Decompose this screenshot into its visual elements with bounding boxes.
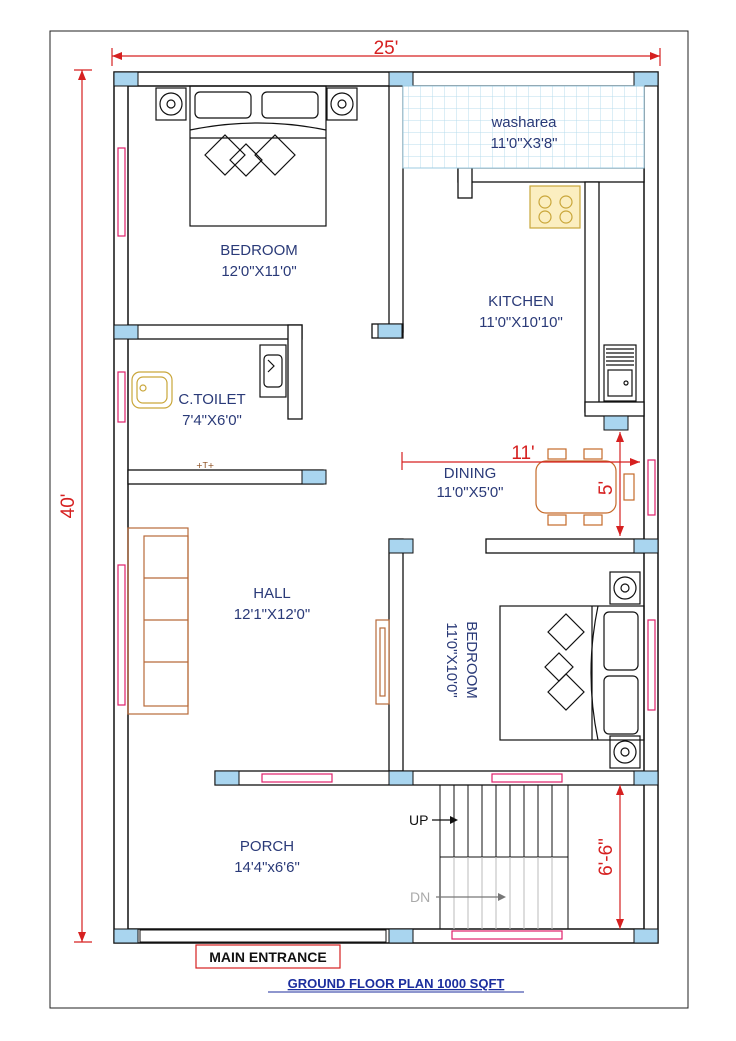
dimension-dining — [401, 432, 640, 536]
room-size-hall: 12'1"X12'0" — [234, 606, 310, 623]
room-size-bedroom1: 12'0"X11'0" — [221, 263, 296, 280]
structural-columns — [113, 71, 659, 944]
stair-up-arrow — [432, 816, 458, 824]
dim-stair-depth: 6'-6" — [596, 838, 617, 876]
dim-dining-width: 11' — [511, 443, 534, 464]
window-right-dining — [647, 459, 656, 516]
window-left-toilet — [117, 371, 126, 423]
bed-bedroom1 — [155, 85, 358, 227]
stair-up-label: UP — [409, 812, 428, 828]
outer-walls — [113, 71, 659, 944]
dining-table — [535, 448, 635, 526]
stair-down-label: DN — [410, 889, 430, 905]
dimension-top — [111, 48, 661, 66]
main-entrance-opening — [139, 929, 387, 943]
room-label-bedroom2: BEDROOM 11'0"X10'0" — [443, 621, 480, 699]
kitchen-stove — [529, 185, 581, 229]
dim-width-label: 25' — [374, 38, 399, 59]
dim-dining-depth: 5' — [596, 481, 617, 495]
room-name-kitchen: KITCHEN — [488, 293, 554, 310]
dimension-left — [74, 69, 92, 943]
plan-title: GROUND FLOOR PLAN 1000 SQFT — [288, 976, 505, 991]
stair-down-arrow — [436, 893, 506, 901]
staircase-lower — [453, 857, 553, 929]
dimension-stair — [616, 785, 624, 929]
washarea-tiles — [402, 85, 645, 169]
room-size-dining: 11'0"X5'0" — [437, 484, 504, 501]
room-size-washarea: 11'0"X3'8" — [491, 135, 558, 152]
room-name-hall: HALL — [253, 585, 291, 602]
hall-sofa — [127, 527, 189, 715]
window-right-bedroom — [647, 619, 656, 711]
toilet-fixtures — [259, 344, 287, 398]
sheet-frame — [49, 30, 689, 1009]
kitchen-sink — [603, 344, 637, 402]
wash-basin — [131, 371, 173, 409]
door-mark: +T+ — [196, 461, 214, 470]
staircase — [439, 784, 569, 930]
room-name-porch: PORCH — [240, 838, 294, 855]
room-name-bedroom1: BEDROOM — [220, 242, 298, 259]
room-name-toilet: C.TOILET — [178, 391, 245, 408]
room-size-bedroom2: 11'0"X10'0" — [443, 622, 460, 697]
window-left-bedroom — [117, 147, 126, 237]
room-size-toilet: 7'4"X6'0" — [182, 412, 242, 429]
room-size-porch: 14'4"x6'6" — [234, 859, 300, 876]
tv-unit — [375, 619, 390, 705]
window-bottom-stair — [451, 930, 563, 940]
room-name-washarea: washarea — [490, 114, 557, 131]
main-entrance-label: MAIN ENTRANCE — [209, 949, 326, 965]
dim-height-label: 40' — [58, 494, 79, 519]
window-porch-hall — [261, 773, 333, 783]
bed-bedroom2 — [499, 571, 645, 769]
main-entrance-box — [195, 944, 341, 969]
room-name-bedroom2: BEDROOM — [463, 621, 480, 699]
room-size-kitchen: 11'0"X10'10" — [479, 314, 563, 331]
window-left-hall — [117, 564, 126, 706]
window-porch-bedroom — [491, 773, 563, 783]
room-name-dining: DINING — [444, 465, 497, 482]
